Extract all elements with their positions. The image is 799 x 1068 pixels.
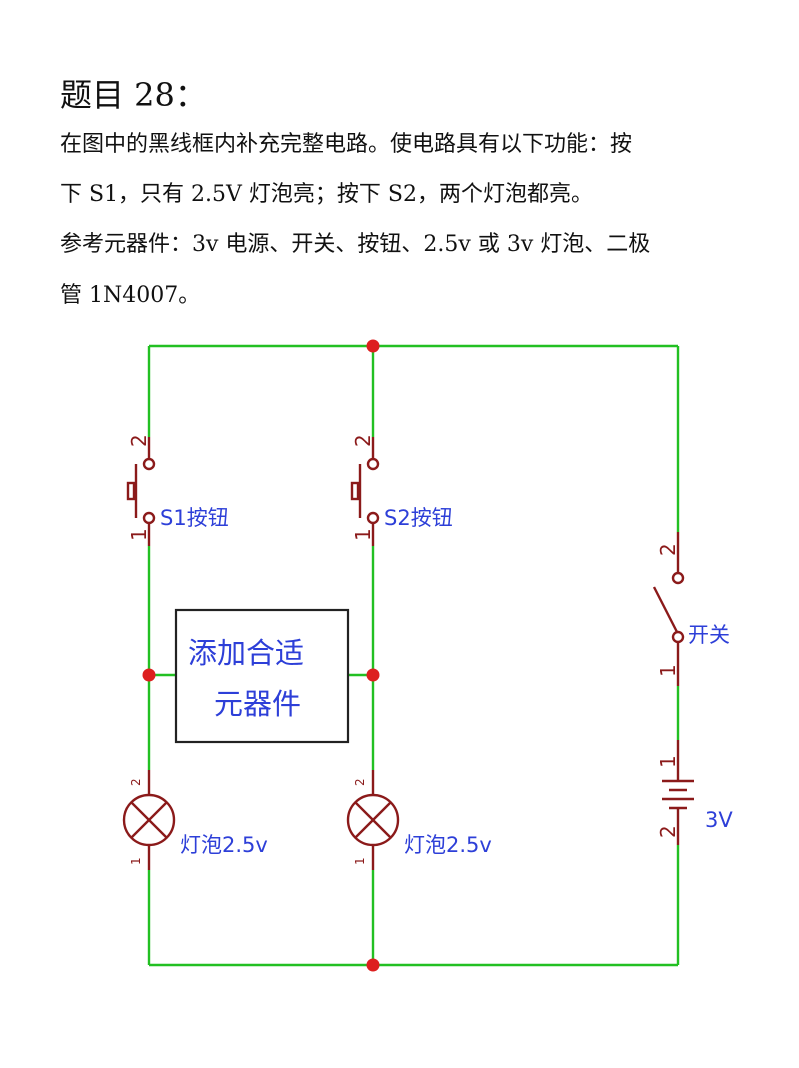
lamp1-pin-2: 2 <box>129 778 143 786</box>
s2-label: S2按钮 <box>384 506 453 530</box>
box-text-line-1: 添加合适 <box>188 636 304 670</box>
s1-pin-1: 1 <box>127 528 151 541</box>
switch-pin-2: 2 <box>656 543 680 556</box>
empty-component-box: 添加合适 元器件 <box>174 608 350 744</box>
junction-top <box>366 339 380 353</box>
lamp2-pin-1: 1 <box>353 857 367 865</box>
question-text-line-4: 管 1N4007。 <box>60 283 201 308</box>
battery-pin-1: 1 <box>656 755 680 768</box>
question-text-line-3: 参考元器件：3v 电源、开关、按钮、2.5v 或 3v 灯泡、二极 <box>60 232 651 257</box>
junction-mid-box <box>366 668 380 682</box>
junction-bottom <box>366 958 380 972</box>
switch-label: 开关 <box>688 623 730 647</box>
question-title: 题目 28： <box>60 76 207 114</box>
question-text-line-1: 在图中的黑线框内补充完整电路。使电路具有以下功能：按 <box>60 132 633 157</box>
question-text-line-2: 下 S1，只有 2.5V 灯泡亮；按下 S2，两个灯泡都亮。 <box>60 182 593 207</box>
lamp-2: 2 1 灯泡2.5v <box>346 770 492 870</box>
battery-label: 3V <box>705 808 733 832</box>
junction-dots <box>142 339 380 972</box>
toggle-switch: 2 1 开关 <box>652 532 730 686</box>
box-text-line-2: 元器件 <box>214 687 301 721</box>
junction-left-box <box>142 668 156 682</box>
s1-pin-2: 2 <box>127 434 151 447</box>
battery-3v: 1 2 3V <box>656 740 733 845</box>
s2-pin-1: 1 <box>351 528 375 541</box>
push-button-s1: 2 1 S1按钮 <box>126 434 229 546</box>
push-button-s2: 2 1 S2按钮 <box>350 434 453 546</box>
s2-pin-2: 2 <box>351 434 375 447</box>
s1-label: S1按钮 <box>160 506 229 530</box>
lamp2-label: 灯泡2.5v <box>404 833 492 857</box>
battery-pin-2: 2 <box>656 825 680 838</box>
lamp1-pin-1: 1 <box>129 857 143 865</box>
lamp1-label: 灯泡2.5v <box>180 833 268 857</box>
switch-pin-1: 1 <box>656 664 680 677</box>
lamp-1: 2 1 灯泡2.5v <box>122 770 268 870</box>
lamp2-pin-2: 2 <box>353 778 367 786</box>
wires <box>147 344 680 967</box>
